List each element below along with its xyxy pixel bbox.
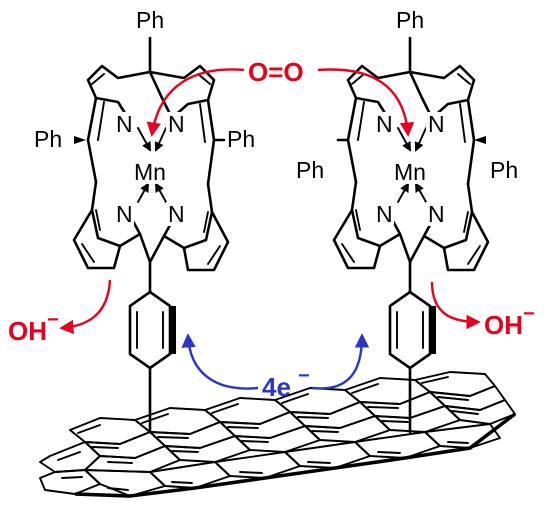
o2-to-left-mn-arrow: [146, 68, 245, 137]
right-mn-center: Mn: [394, 159, 426, 185]
right-n-bottom-right: N: [428, 201, 445, 227]
electron-arrow-right: [311, 333, 370, 390]
dioxygen-label: O=O: [248, 57, 304, 87]
right-ph-left: Ph: [296, 157, 324, 183]
graphene-front-edge: [74, 412, 517, 498]
left-ph-top: Ph: [136, 7, 164, 33]
left-n-bottom-right: N: [168, 201, 185, 227]
right-ph-top: Ph: [396, 7, 424, 33]
electron-charge: −: [298, 365, 310, 387]
electron-label-group: 4e −: [262, 365, 310, 402]
right-hydroxide-charge: −: [523, 303, 535, 325]
right-n-top-right: N: [428, 111, 445, 137]
left-porphyrin-labels: Ph Ph Ph N N N N Mn: [34, 7, 255, 227]
left-ph-right: Ph: [227, 126, 255, 152]
graphene-sheet: [39, 371, 516, 497]
left-n-top-right: N: [168, 111, 185, 137]
left-mn-center: Mn: [134, 159, 166, 185]
right-ph-right: Ph: [490, 157, 518, 183]
left-n-top-left: N: [116, 111, 133, 137]
left-n-bottom-left: N: [116, 201, 133, 227]
right-porphyrin-labels: Ph Ph Ph N N N N Mn: [296, 7, 518, 227]
left-hydroxide: OH −: [8, 309, 59, 346]
right-hydroxide-arrow: [430, 281, 481, 330]
right-porphyrin: [332, 36, 490, 434]
left-ph-left: Ph: [34, 126, 62, 152]
left-porphyrin: [72, 36, 230, 432]
electron-arrow-left: [181, 333, 259, 390]
left-hydroxide-charge: −: [47, 309, 59, 331]
left-hydroxide-label: OH: [8, 316, 47, 346]
graphene-double-bonds: [57, 376, 479, 491]
right-n-bottom-left: N: [376, 201, 393, 227]
left-hydroxide-arrow: [59, 279, 112, 335]
o2-to-right-mn-arrow: [317, 68, 415, 137]
electron-label: 4e: [262, 372, 291, 402]
right-hydroxide: OH −: [484, 303, 535, 340]
right-hydroxide-label: OH: [484, 310, 523, 340]
right-n-top-left: N: [376, 111, 393, 137]
